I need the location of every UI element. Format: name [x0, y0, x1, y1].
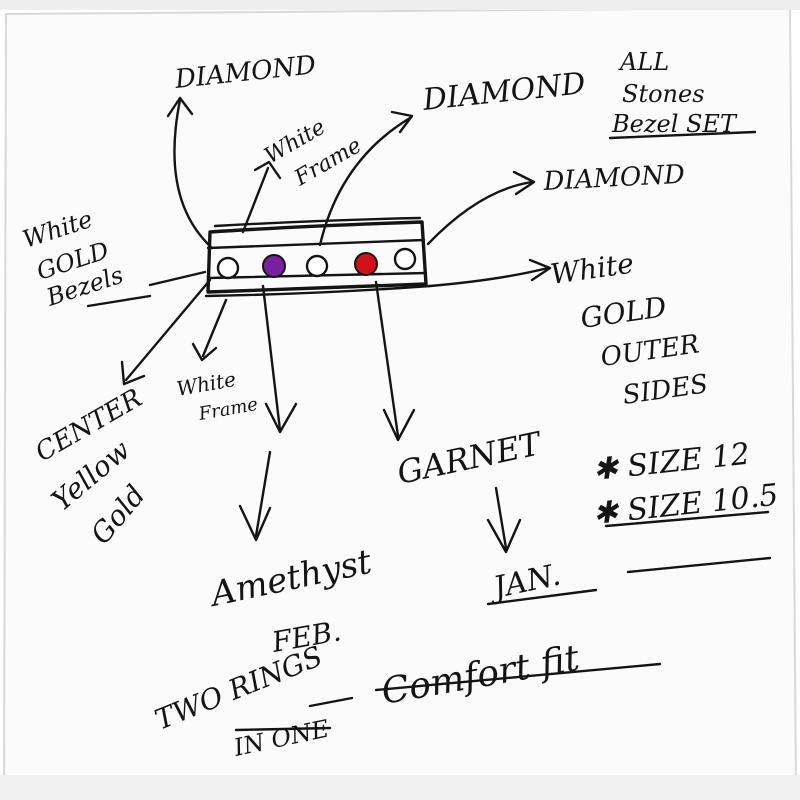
diamond-stone-1 — [216, 256, 240, 280]
label-all-stones-3: Bezel SET — [611, 110, 738, 138]
scan-top-shadow — [0, 0, 800, 10]
amethyst-stone — [262, 254, 286, 278]
underlines — [86, 130, 772, 732]
leader-arrows — [120, 96, 552, 554]
scan-bottom-edge — [0, 775, 800, 800]
label-all-stones-1: ALL — [618, 48, 669, 76]
diamond-stone-3 — [393, 247, 417, 271]
diamond-stone-2 — [305, 254, 329, 278]
garnet-stone — [354, 252, 378, 276]
label-diamond-right: DIAMOND — [542, 160, 686, 197]
label-all-stones-2: Stones — [622, 80, 705, 108]
